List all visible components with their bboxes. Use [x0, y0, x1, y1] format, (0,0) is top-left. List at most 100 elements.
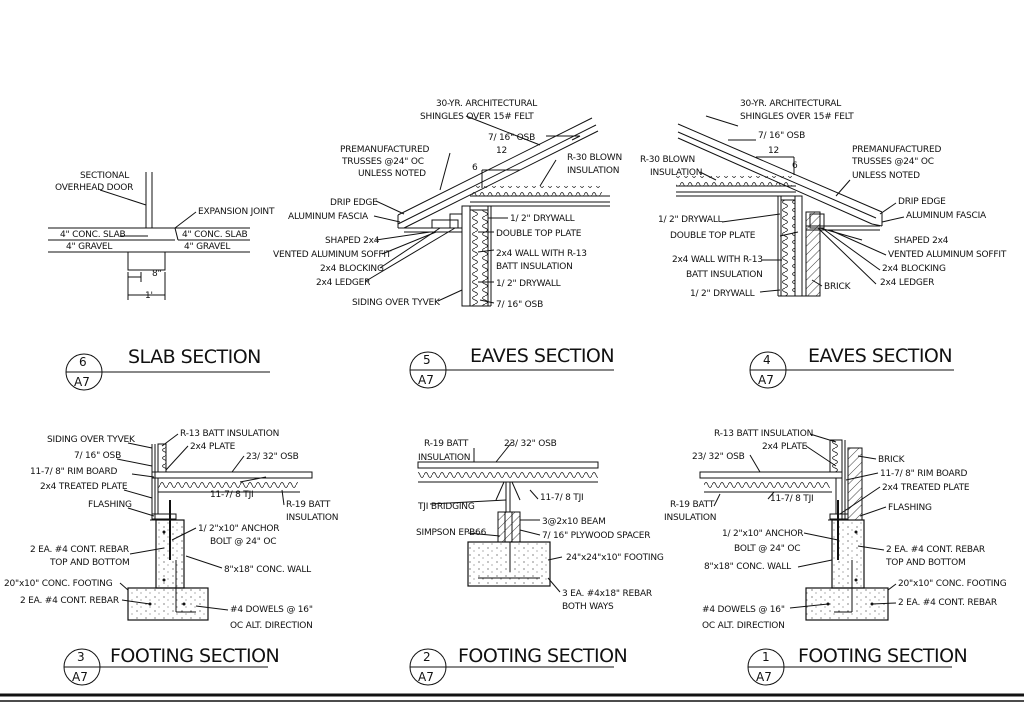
detail-number: 4: [763, 353, 771, 367]
label-rebar-1: 2 EA. #4 CONT. REBAR: [886, 545, 985, 555]
label-treated-plate: 2x4 TREATED PLATE: [882, 483, 970, 493]
label-osb: 7/ 16" OSB: [74, 451, 121, 461]
label-drywall-2: 1/ 2" DRYWALL: [496, 279, 561, 289]
label-tji: 11-7/ 8 TJI: [540, 493, 584, 503]
label-wall-2: BATT INSULATION: [496, 262, 573, 272]
label-fascia: ALUMINUM FASCIA: [288, 212, 369, 222]
label-dim-8: 8": [152, 269, 162, 279]
label-spacer: 7/ 16" PLYWOOD SPACER: [542, 531, 650, 541]
label-dim-1: 1': [145, 291, 153, 301]
detail-title: EAVES SECTION: [470, 345, 614, 367]
label-rebar-2: TOP AND BOTTOM: [885, 558, 966, 568]
detail-title: FOOTING SECTION: [798, 645, 967, 667]
detail-slab-section: SECTIONAL OVERHEAD DOOR EXPANSION JOINT …: [48, 171, 275, 391]
label-door-2: OVERHEAD DOOR: [55, 183, 133, 193]
sheet-border: [0, 693, 1024, 702]
label-r19-2: INSULATION: [286, 513, 338, 523]
label-conc-wall: 8"x18" CONC. WALL: [704, 562, 791, 572]
label-drywall-1: 1/ 2" DRYWALL: [510, 214, 575, 224]
label-drywall-1: 1/ 2" DRYWALL: [658, 215, 723, 225]
footing3-drawing: [116, 433, 313, 621]
label-dowel-2: OC ALT. DIRECTION: [702, 621, 785, 631]
label-rim-board: 11-7/ 8" RIM BOARD: [880, 469, 968, 479]
label-pitch-6: 6: [792, 161, 798, 171]
label-drip-edge: DRIP EDGE: [898, 197, 946, 207]
label-tji: 11-7/ 8 TJI: [770, 494, 814, 504]
label-plate: 2x4 PLATE: [190, 442, 236, 452]
label-truss-3: UNLESS NOTED: [852, 171, 920, 181]
detail-number: 5: [423, 353, 431, 367]
label-rim-board: 11-7/ 8" RIM BOARD: [30, 467, 118, 477]
label-osb: 7/ 16" OSB: [758, 131, 805, 141]
label-blocking: 2x4 BLOCKING: [882, 264, 946, 274]
label-r19-1: R-19 BATT: [286, 500, 331, 510]
title-bubble: 3 A7: [63, 648, 268, 686]
sheet-number: A7: [72, 670, 88, 684]
sheet-number: A7: [418, 670, 434, 684]
label-drywall-2: 1/ 2" DRYWALL: [690, 289, 755, 299]
label-pitch-12: 12: [496, 146, 507, 156]
label-gravel-left: 4" GRAVEL: [66, 242, 112, 252]
label-double-top-plate: DOUBLE TOP PLATE: [670, 231, 756, 241]
label-wall-1: 2x4 WALL WITH R-13: [496, 249, 587, 259]
label-shaped: SHAPED 2x4: [325, 236, 380, 246]
label-shingles-1: 30-YR. ARCHITECTURAL: [740, 99, 841, 109]
detail-title: SLAB SECTION: [128, 346, 261, 368]
label-shingles-2: SHINGLES OVER 15# FELT: [740, 112, 854, 122]
label-flashing: FLASHING: [888, 503, 932, 513]
detail-eaves-section-4: 30-YR. ARCHITECTURAL SHINGLES OVER 15# F…: [640, 99, 1007, 389]
label-fascia: ALUMINUM FASCIA: [906, 211, 987, 221]
label-anchor-2: BOLT @ 24" OC: [734, 544, 800, 554]
label-anchor-2: BOLT @ 24" OC: [210, 537, 276, 547]
label-truss-1: PREMANUFACTURED: [852, 145, 941, 155]
label-r30-2: INSULATION: [567, 166, 619, 176]
label-r30-2: INSULATION: [650, 168, 702, 178]
label-beam: 3@2x10 BEAM: [542, 517, 606, 527]
title-bubble: 5 A7: [409, 351, 614, 389]
label-rebar-2: TOP AND BOTTOM: [49, 558, 130, 568]
detail-footing-section-1: R-13 BATT INSULATION 2x4 PLATE 23/ 32" O…: [664, 429, 1007, 686]
label-plate: 2x4 PLATE: [762, 442, 808, 452]
label-brick: BRICK: [878, 455, 906, 465]
label-treated-plate: 2x4 TREATED PLATE: [40, 482, 128, 492]
label-ledger: 2x4 LEDGER: [880, 278, 934, 288]
label-osb: 7/ 16" OSB: [488, 133, 535, 143]
detail-number: 1: [762, 650, 770, 664]
label-truss-3: UNLESS NOTED: [358, 169, 426, 179]
label-soffit: VENTED ALUMINUM SOFFIT: [888, 250, 1007, 260]
label-rebar-3: 2 EA. #4 CONT. REBAR: [20, 596, 119, 606]
label-drip-edge: DRIP EDGE: [330, 198, 378, 208]
label-anchor-1: 1/ 2"x10" ANCHOR: [722, 529, 803, 539]
title-bubble: 6 A7: [65, 353, 270, 391]
detail-eaves-section-5: 30-YR. ARCHITECTURAL SHINGLES OVER 15# F…: [273, 99, 622, 389]
detail-title: FOOTING SECTION: [458, 645, 627, 667]
label-osb-2: 7/ 16" OSB: [496, 300, 543, 310]
detail-title: EAVES SECTION: [808, 345, 952, 367]
label-dowel-2: OC ALT. DIRECTION: [230, 621, 313, 631]
label-wall-1: 2x4 WALL WITH R-13: [672, 255, 763, 265]
title-bubble: 1 A7: [747, 648, 952, 686]
label-flashing: FLASHING: [88, 500, 132, 510]
label-r30-1: R-30 BLOWN: [567, 153, 622, 163]
detail-footing-section-3: SIDING OVER TYVEK 7/ 16" OSB 11-7/ 8" RI…: [4, 429, 339, 686]
sheet-number: A7: [758, 373, 774, 387]
detail-number: 2: [423, 650, 431, 664]
label-shingles-1: 30-YR. ARCHITECTURAL: [436, 99, 537, 109]
label-footing: 20"x10" CONC. FOOTING: [898, 579, 1007, 589]
sheet-number: A7: [418, 373, 434, 387]
label-expansion-joint: EXPANSION JOINT: [198, 207, 275, 217]
label-rebar-2: BOTH WAYS: [562, 602, 614, 612]
label-soffit: VENTED ALUMINUM SOFFIT: [273, 250, 392, 260]
detail-number: 3: [77, 650, 85, 664]
label-wall-2: BATT INSULATION: [686, 270, 763, 280]
label-footing: 24"x24"x10" FOOTING: [566, 553, 664, 563]
footing2-drawing: [417, 441, 599, 593]
label-dowel-1: #4 DOWELS @ 16": [230, 605, 313, 615]
label-dowel-1: #4 DOWELS @ 16": [702, 605, 785, 615]
label-siding: SIDING OVER TYVEK: [352, 298, 441, 308]
label-tji: 11-7/ 8 TJI: [210, 490, 254, 500]
sheet-number: A7: [74, 375, 90, 389]
detail-footing-section-2: R-19 BATT INSULATION 23/ 32" OSB TJI BRI…: [409, 439, 664, 686]
label-r19-1: R-19 BATT: [424, 439, 469, 449]
label-brick: BRICK: [824, 282, 852, 292]
